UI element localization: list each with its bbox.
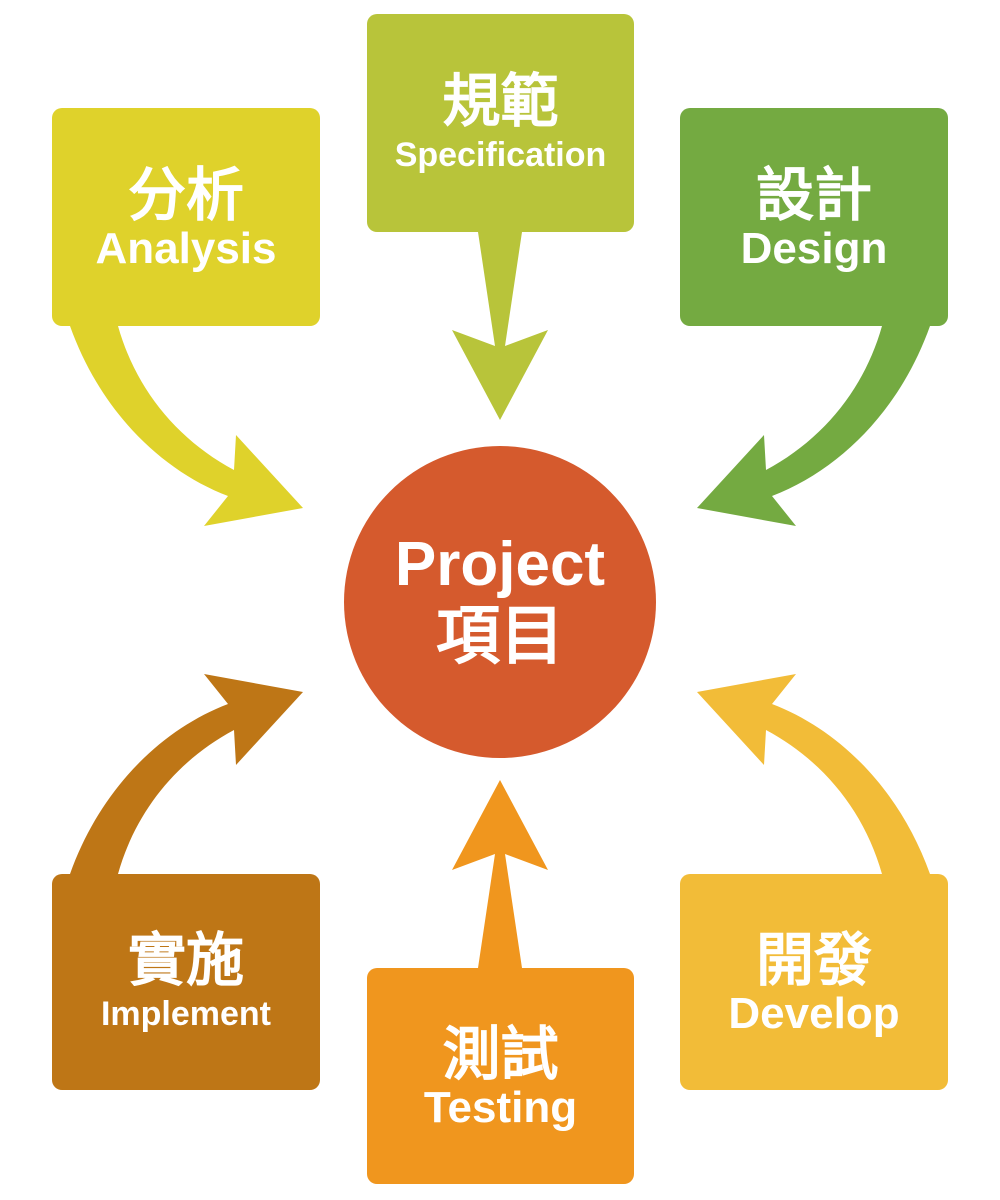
spec-zh-label: 規範: [442, 67, 559, 135]
project-zh-label: 項目: [436, 600, 564, 674]
testing-en-label: Testing: [423, 1083, 578, 1132]
design-zh-label: 設計: [755, 161, 872, 229]
testing-zh-label: 測試: [442, 1020, 559, 1088]
project-en-label: Project: [394, 530, 606, 599]
analysis-arrow: [70, 326, 303, 526]
analysis-box: 分析 Analysis: [52, 108, 320, 326]
implement-en-label: Implement: [100, 995, 272, 1033]
implement-zh-label: 實施: [127, 926, 244, 994]
project-circle: Project 項目: [344, 446, 656, 758]
develop-arrow: [697, 674, 930, 874]
spec-arrow: [452, 232, 548, 420]
testing-arrow: [452, 780, 548, 968]
analysis-zh-label: 分析: [127, 161, 244, 229]
implement-arrow: [70, 674, 303, 874]
develop-en-label: Develop: [728, 989, 900, 1038]
analysis-en-label: Analysis: [95, 224, 277, 273]
design-arrow: [697, 326, 930, 526]
develop-box: 開發 Develop: [680, 874, 948, 1090]
implement-box: 實施 Implement: [52, 874, 320, 1090]
design-en-label: Design: [740, 224, 888, 273]
design-box: 設計 Design: [680, 108, 948, 326]
develop-zh-label: 開發: [755, 926, 872, 994]
testing-box: 測試 Testing: [367, 968, 634, 1184]
spec-box: 規範 Specification: [367, 14, 634, 232]
spec-en-label: Specification: [394, 136, 607, 174]
